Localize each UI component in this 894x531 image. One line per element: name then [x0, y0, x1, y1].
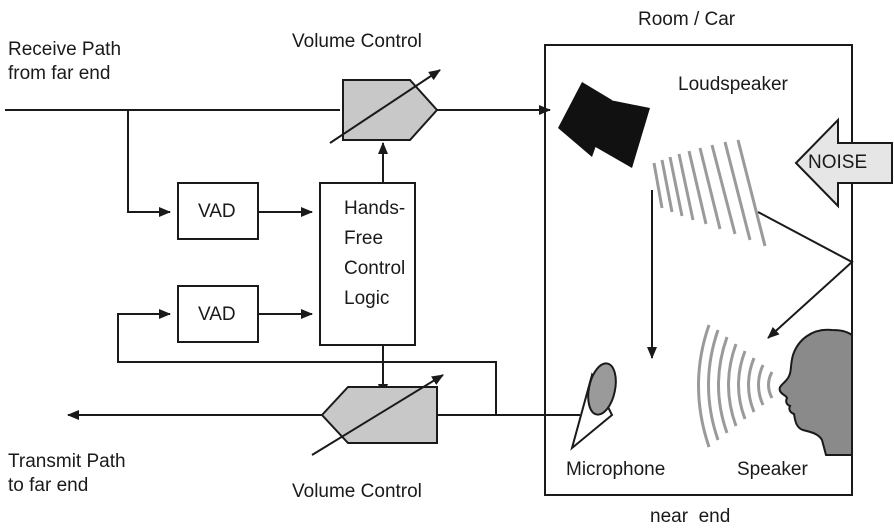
receive-path-line2: from far end: [8, 62, 121, 86]
speaker-label: Speaker: [737, 458, 808, 482]
control-logic-line2: Free: [344, 227, 405, 251]
receive-path-line1: Receive Path: [8, 38, 121, 62]
control-logic-line4: Logic: [344, 287, 405, 311]
reflection-path: [758, 212, 852, 338]
transmit-path-label: Transmit Path to far end: [8, 450, 126, 498]
loudspeaker-waves-icon: [654, 140, 765, 246]
transmit-path-line2: to far end: [8, 474, 126, 498]
volume-control-bottom-shape: [322, 387, 437, 443]
volume-control-top-label: Volume Control: [292, 30, 422, 54]
speaker-waves-icon: [699, 325, 773, 447]
mic-feedback-loop: [118, 314, 496, 415]
transmit-path-line1: Transmit Path: [8, 450, 126, 474]
noise-label: NOISE: [808, 151, 867, 175]
receive-branch-to-vad: [128, 110, 170, 212]
receive-path-label: Receive Path from far end: [8, 38, 121, 86]
near-end-label: near end: [650, 505, 730, 529]
loudspeaker-label: Loudspeaker: [678, 73, 788, 97]
control-logic-line1: Hands-: [344, 197, 405, 221]
volume-control-top-shape: [343, 80, 437, 140]
loudspeaker-icon: [558, 82, 650, 168]
microphone-icon: [572, 361, 620, 448]
speaker-head-icon: [780, 330, 852, 455]
microphone-label: Microphone: [566, 458, 665, 482]
room-label: Room / Car: [638, 8, 735, 32]
volume-control-bottom-label: Volume Control: [292, 480, 422, 504]
vad-top-label: VAD: [198, 200, 236, 224]
control-logic-label: Hands- Free Control Logic: [344, 197, 405, 311]
vad-bottom-label: VAD: [198, 303, 236, 327]
control-logic-line3: Control: [344, 257, 405, 281]
